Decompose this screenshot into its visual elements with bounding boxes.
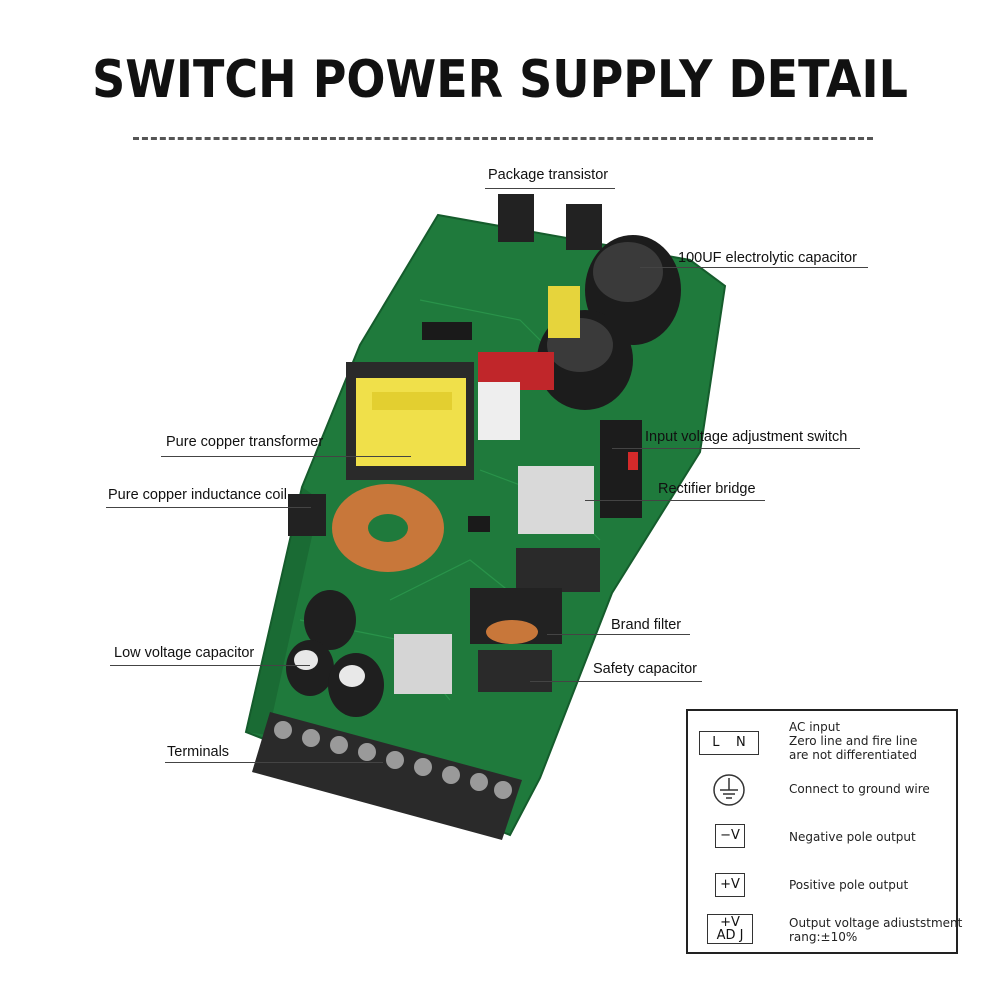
- label-low-voltage-capacitor: Low voltage capacitor: [114, 645, 255, 661]
- label-inductance-coil: Pure copper inductance coil: [108, 487, 287, 503]
- small-heatsink: [394, 634, 452, 694]
- ln-line1: AC input: [789, 720, 841, 734]
- label-pure-copper-transformer: Pure copper transformer: [166, 434, 324, 450]
- positive-text: Positive pole output: [789, 878, 909, 892]
- terminal-block: [252, 712, 522, 840]
- ln-line3: are not differentiated: [789, 748, 918, 762]
- label-100uf-capacitor: 100UF electrolytic capacitor: [678, 250, 857, 266]
- terminal-legend: L N AC input Zero line and fire line are…: [686, 709, 962, 954]
- label-brand-filter: Brand filter: [611, 617, 682, 633]
- page-title: SWITCH POWER SUPPLY DETAIL: [92, 48, 908, 110]
- safety-capacitor-1: [516, 548, 600, 592]
- adjust-symbol: +V AD J: [707, 914, 753, 944]
- ic-chip: [422, 322, 472, 340]
- heatsink: [518, 466, 594, 534]
- label-input-voltage-switch: Input voltage adjustment switch: [645, 429, 848, 445]
- adjust-symbol-line1: +V: [720, 915, 740, 930]
- transistor-1: [498, 194, 534, 242]
- adjust-symbol-line2: AD J: [716, 928, 744, 943]
- adjust-line1: Output voltage adiuststment: [789, 916, 963, 930]
- label-safety-capacitor: Safety capacitor: [593, 661, 697, 677]
- label-terminals: Terminals: [167, 744, 230, 760]
- adjust-line2: rang:±10%: [789, 930, 858, 944]
- positive-symbol: +V: [715, 873, 745, 897]
- ground-icon: [713, 774, 745, 806]
- title-divider: [133, 137, 873, 140]
- label-rectifier-bridge: Rectifier bridge: [658, 481, 756, 497]
- negative-symbol: −V: [715, 824, 745, 848]
- label-package-transistor: Package transistor: [488, 167, 609, 183]
- white-component: [478, 382, 520, 440]
- ground-text: Connect to ground wire: [789, 782, 930, 796]
- ln-line2: Zero line and fire line: [789, 734, 918, 748]
- negative-text: Negative pole output: [789, 830, 916, 844]
- coil-bracket: [288, 494, 326, 536]
- yellow-capacitor: [548, 286, 580, 338]
- low-voltage-capacitor-1: [304, 590, 356, 650]
- safety-capacitor-2: [478, 650, 552, 692]
- transistor-2: [566, 204, 602, 250]
- ln-symbol: L N: [699, 731, 759, 755]
